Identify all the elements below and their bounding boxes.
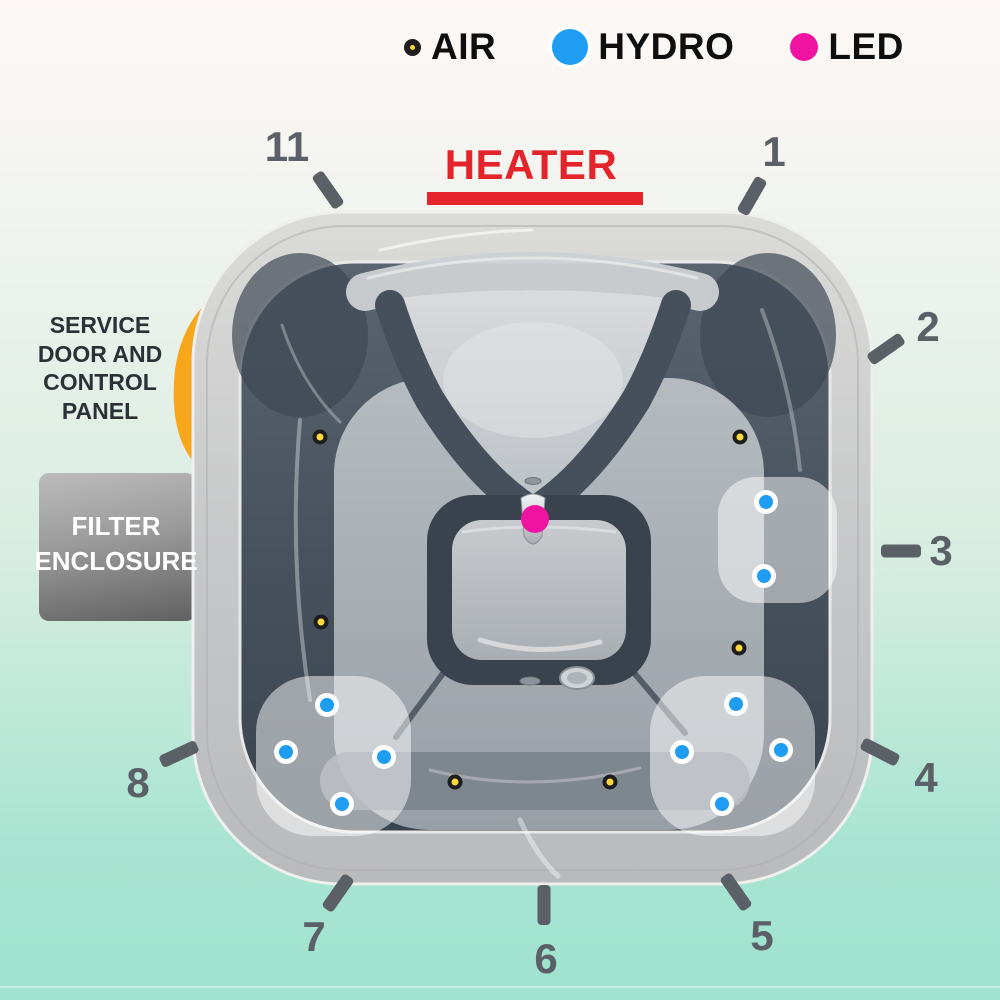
seat-patch-bottom-right: [650, 676, 815, 836]
suction-hole: [524, 477, 542, 485]
service-door-label: SERVICE DOOR AND CONTROL PANEL: [37, 312, 163, 424]
legend-label-led: LED: [828, 26, 904, 67]
legend-label-air: AIR: [431, 26, 497, 67]
hydro-legend-dot-icon: [552, 29, 589, 65]
air-legend-dot-icon: [404, 38, 421, 56]
legend: AIR HYDRO LED: [404, 26, 904, 68]
legend-item-air: AIR: [404, 26, 496, 68]
waterfall-spout: [520, 493, 546, 545]
drain-fitting: [519, 666, 595, 690]
legend-label-hydro: HYDRO: [598, 26, 735, 67]
led-legend-dot-icon: [790, 33, 819, 61]
legend-item-led: LED: [790, 26, 904, 68]
seat-patch-bottom-left: [256, 676, 411, 836]
seat-patch-right: [718, 477, 837, 603]
filter-enclosure-box: [39, 473, 196, 621]
heater-label: HEATER: [444, 141, 618, 188]
filter-enclosure-label: FILTER ENCLOSURE: [34, 511, 198, 576]
heater-bar: [427, 192, 643, 205]
legend-item-hydro: HYDRO: [552, 26, 734, 68]
